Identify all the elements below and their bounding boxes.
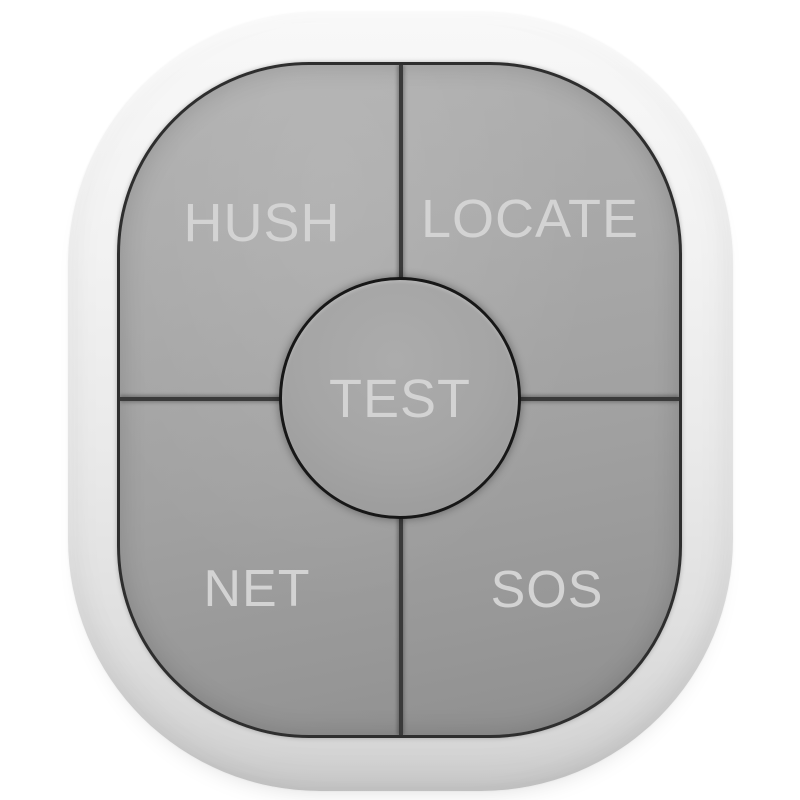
- hush-button-label: HUSH: [183, 193, 341, 253]
- sos-button-label: SOS: [490, 561, 604, 619]
- net-button-label: NET: [203, 560, 311, 618]
- test-button[interactable]: TEST: [279, 277, 521, 519]
- hush-button[interactable]: HUSH: [120, 65, 401, 397]
- locate-button[interactable]: LOCATE: [403, 65, 679, 397]
- sos-button[interactable]: SOS: [403, 401, 679, 735]
- net-button[interactable]: NET: [120, 401, 401, 735]
- remote-body: HUSH LOCATE NET SOS TEST: [68, 12, 733, 791]
- test-button-label: TEST: [328, 369, 471, 429]
- button-cluster: HUSH LOCATE NET SOS TEST: [117, 62, 682, 738]
- locate-button-label: LOCATE: [420, 189, 640, 249]
